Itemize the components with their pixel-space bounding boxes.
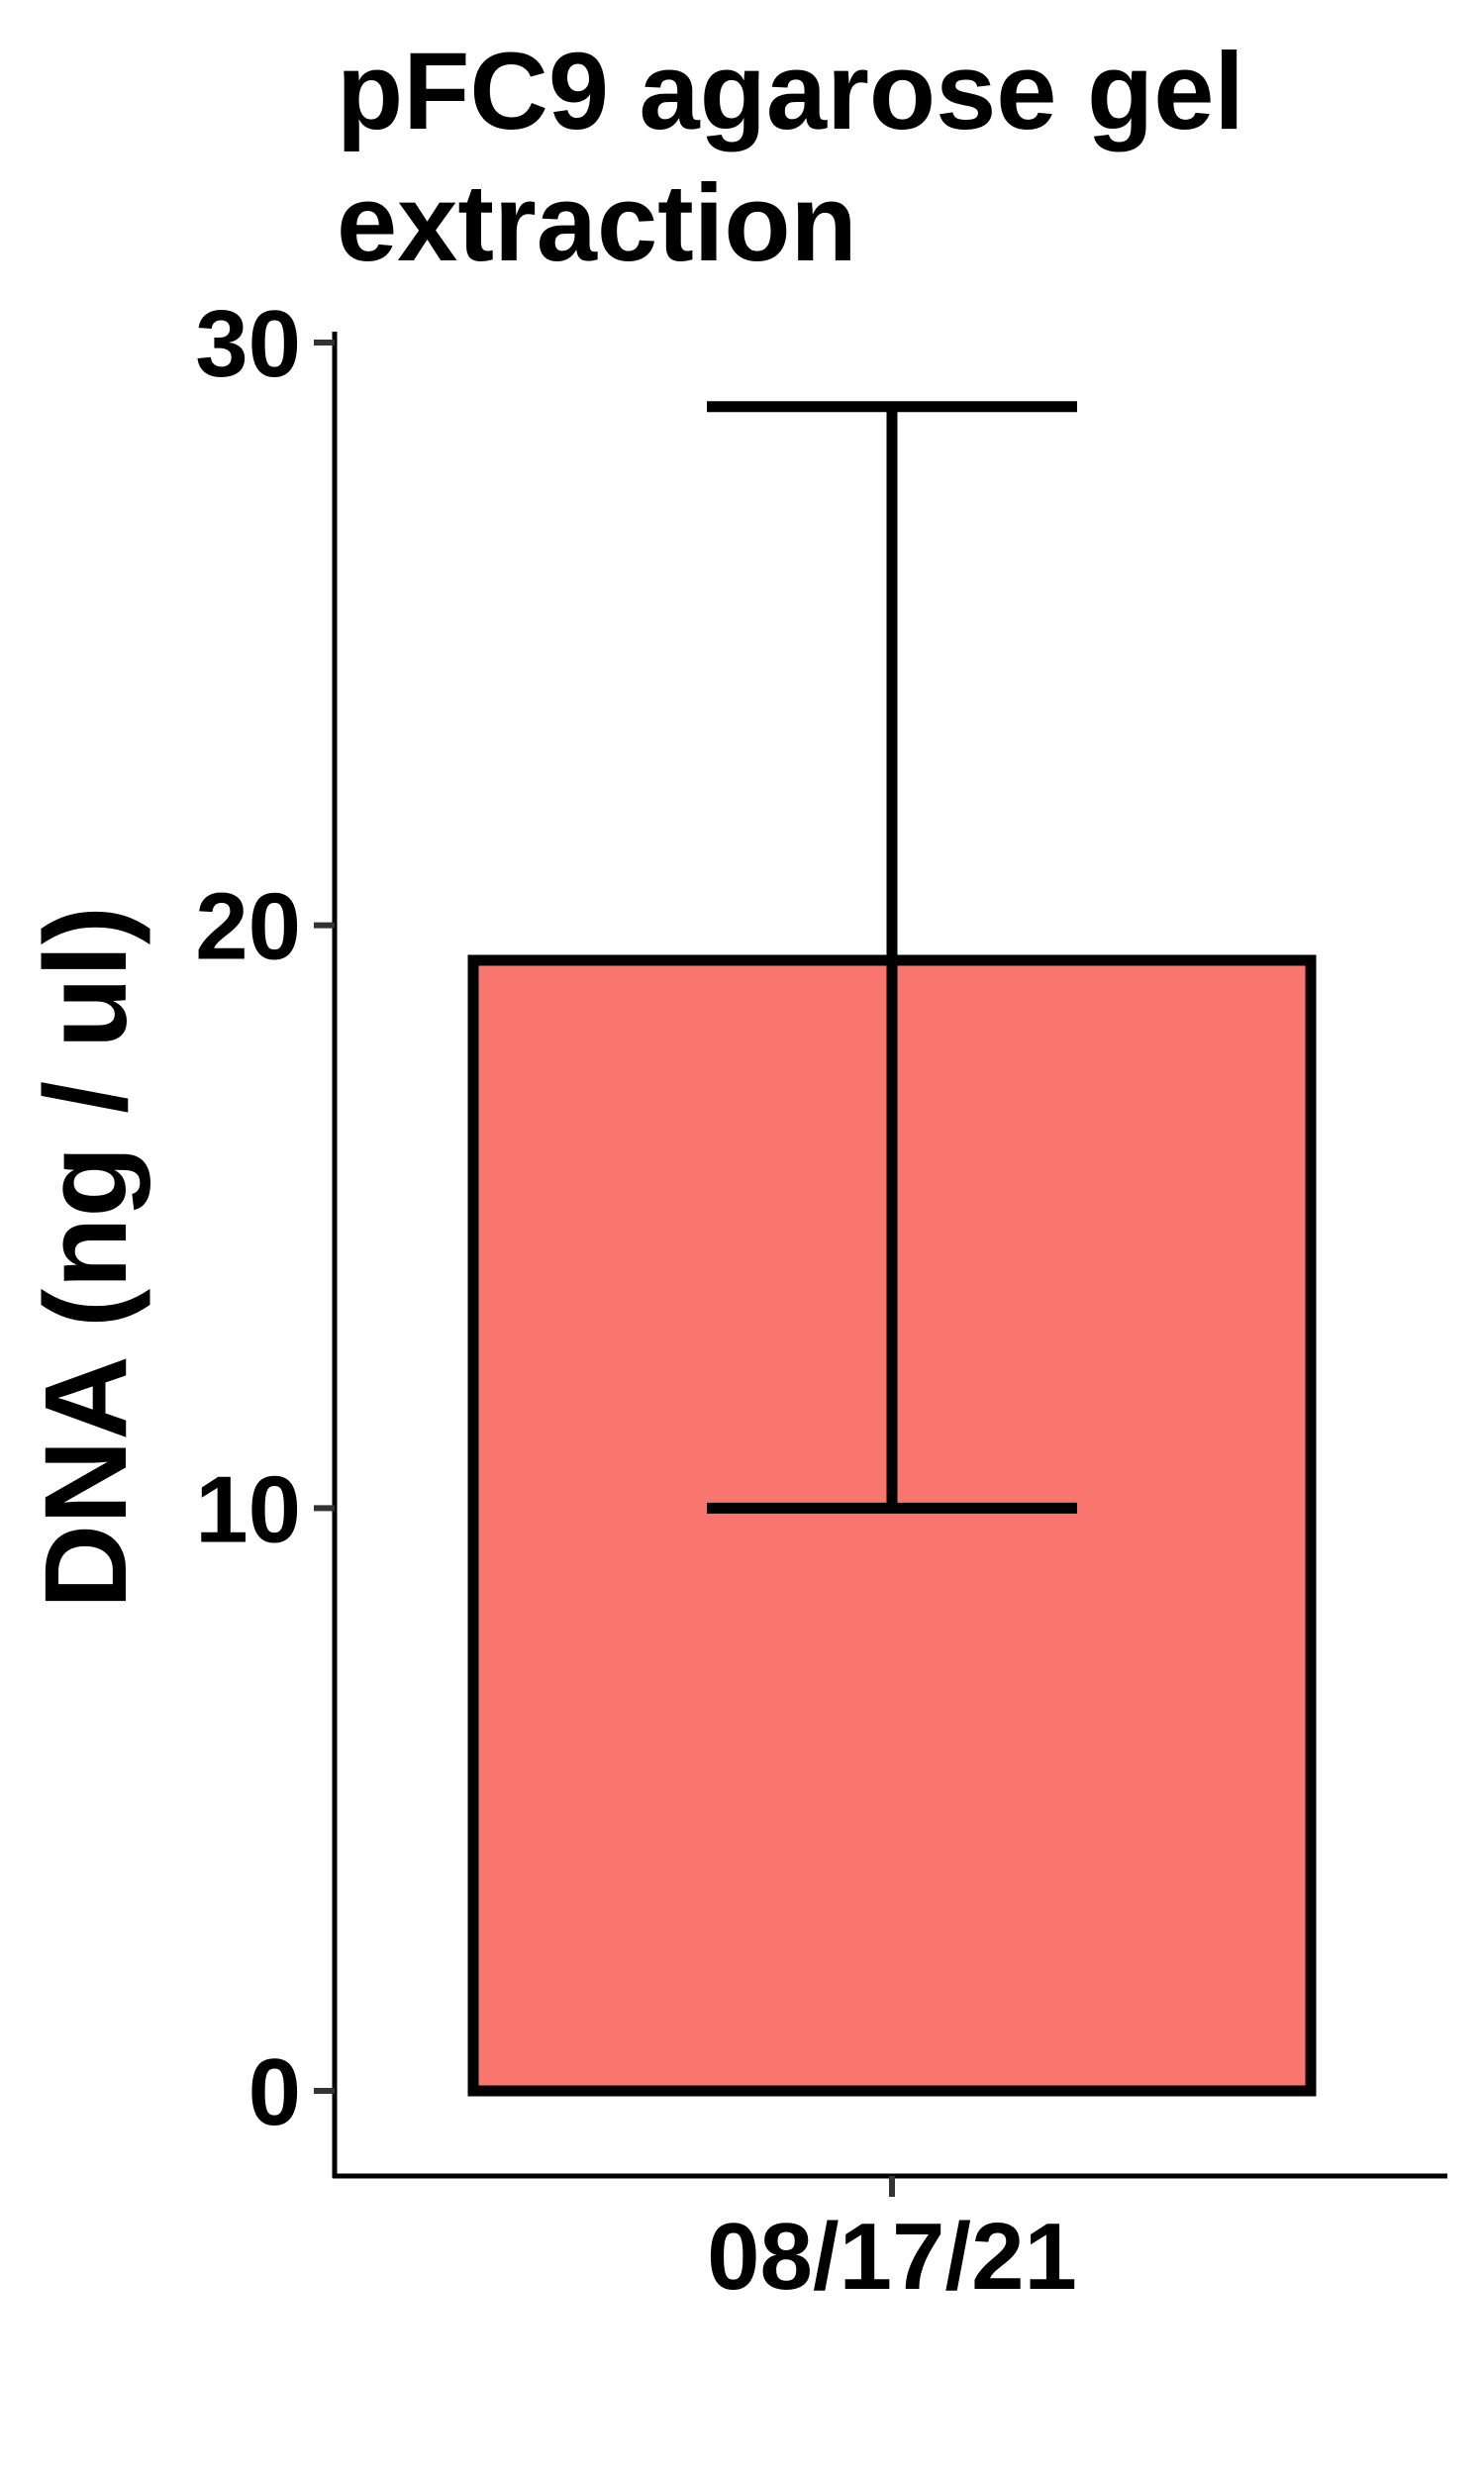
y-tick-label-3: 30 (195, 291, 301, 397)
chart-title-line-1: pFC9 agarose gel (337, 31, 1244, 152)
x-tick-label-0: 08/17/21 (707, 2204, 1077, 2310)
chart-title-line-2: extraction (337, 162, 857, 284)
y-tick-label-2: 20 (195, 874, 301, 980)
y-tick-label-1: 10 (195, 1456, 301, 1562)
y-tick-label-0: 0 (248, 2039, 301, 2145)
y-axis-title: DNA (ng / ul) (21, 906, 151, 1609)
plot-area: 0 10 20 30 08/17/21 (195, 291, 1447, 2310)
